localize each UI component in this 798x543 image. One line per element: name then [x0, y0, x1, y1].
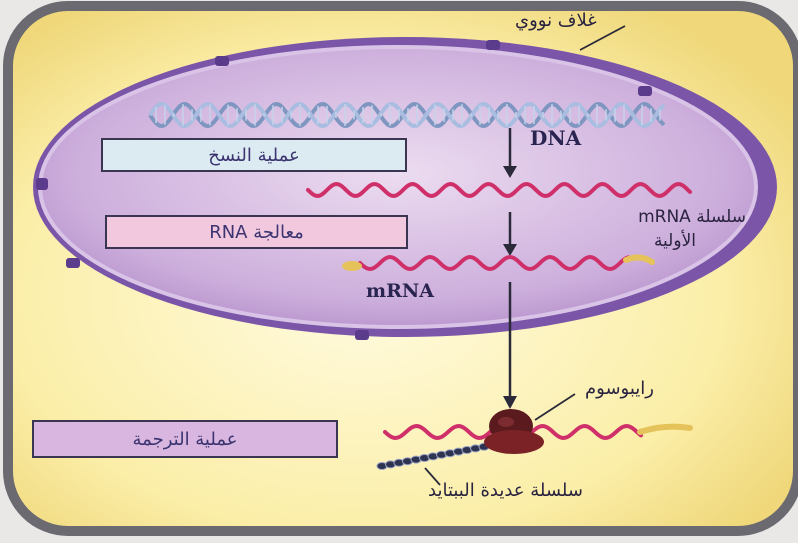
translation-box: عملية الترجمة	[32, 420, 338, 458]
rna-processing-box-label: معالجة RNA	[209, 222, 304, 243]
primary-mrna-label: سلسلة mRNA الأولية	[486, 205, 746, 253]
primary-mrna-label-line2: الأولية	[486, 229, 746, 253]
translation-box-label: عملية الترجمة	[133, 429, 238, 450]
mrna-label: mRNA	[366, 280, 434, 302]
transcription-box: عملية النسخ	[101, 138, 407, 172]
ribosome-label: رايبوسوم	[585, 378, 654, 399]
polypeptide-label: سلسلة عديدة الببتايد	[428, 480, 583, 501]
mrna-cap	[342, 261, 362, 271]
nuclear-envelope-label: غلاف نووي	[515, 10, 597, 31]
transcription-box-label: عملية النسخ	[208, 145, 300, 166]
dna-label: DNA	[530, 126, 581, 150]
rna-processing-box: معالجة RNA	[105, 215, 408, 249]
primary-mrna-label-line1: سلسلة mRNA	[486, 205, 746, 229]
